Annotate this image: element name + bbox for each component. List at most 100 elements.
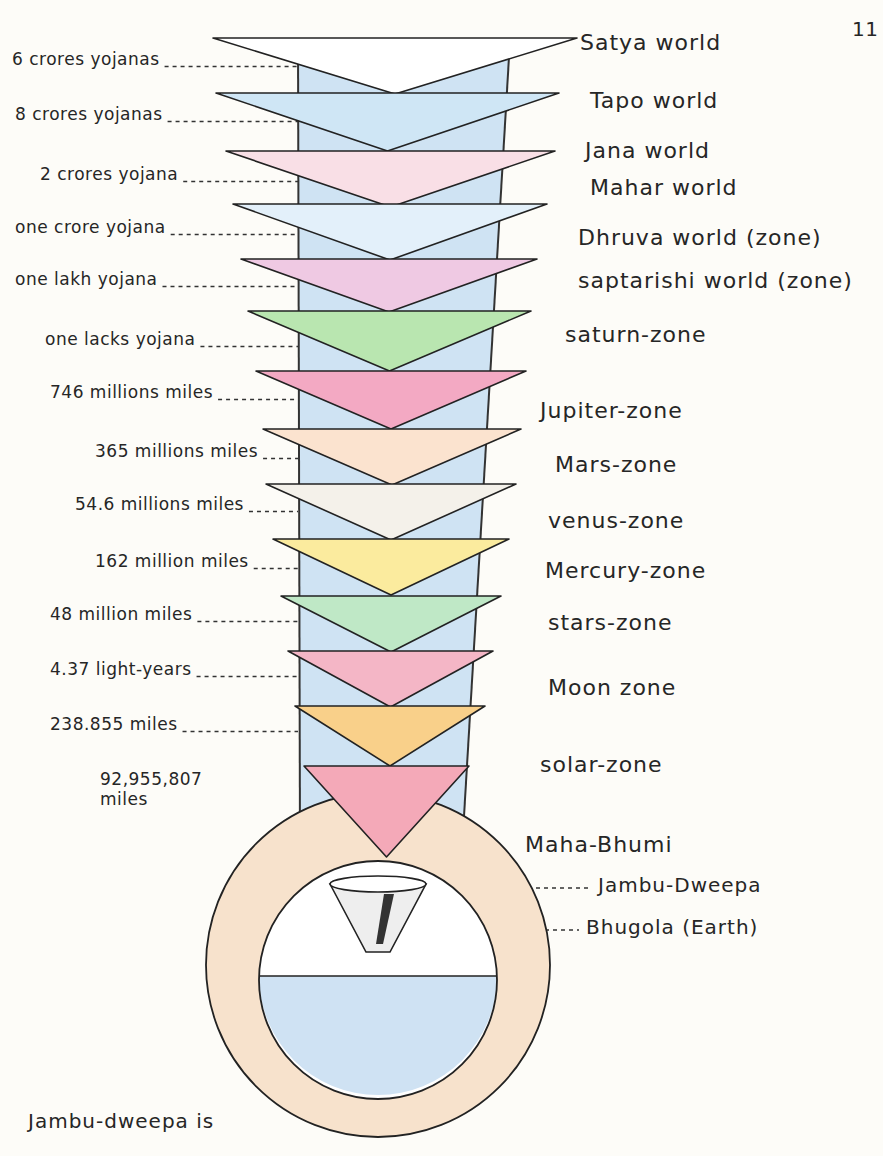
inverted-triangle bbox=[216, 93, 559, 151]
label-holder: 54.6 millions miles bbox=[75, 495, 244, 515]
zone-label: stars-zone bbox=[548, 610, 673, 635]
leader-line bbox=[200, 346, 298, 347]
node-outline bbox=[287, 650, 494, 708]
world-zone: Jana world bbox=[225, 150, 556, 208]
zone-label: Dhruva world (zone) bbox=[578, 225, 822, 250]
zone-label: saturn-zone bbox=[565, 322, 707, 347]
page-number: 11 bbox=[852, 18, 877, 41]
world-zone: Mercury-zone bbox=[280, 595, 502, 653]
label-holder: 11 bbox=[852, 18, 877, 41]
world-zone: Mars-zone bbox=[265, 483, 517, 541]
inverted-triangle bbox=[263, 429, 521, 485]
leader-line bbox=[163, 286, 299, 287]
cup-shade bbox=[376, 894, 394, 944]
earth-outline bbox=[259, 861, 497, 1099]
label-holder: 48 million miles bbox=[50, 605, 192, 625]
zone-label: Mars-zone bbox=[555, 452, 677, 477]
label-holder: 746 millions miles bbox=[50, 383, 213, 403]
distance-label: 92,955,807 miles bbox=[100, 770, 230, 809]
water-line bbox=[260, 975, 496, 977]
inverted-triangle bbox=[281, 596, 501, 652]
node-outline bbox=[326, 874, 430, 954]
label-holder: 365 millions miles bbox=[95, 442, 258, 462]
node-outline bbox=[294, 705, 486, 767]
cup-body bbox=[330, 884, 426, 952]
ocean-half bbox=[259, 976, 497, 1095]
world-zone: stars-zone bbox=[287, 650, 494, 708]
label-holder: one lakh yojana bbox=[15, 270, 158, 290]
node-outline bbox=[247, 310, 532, 372]
distance-label: 162 million miles bbox=[95, 552, 249, 572]
world-zone: Tapo world bbox=[215, 92, 560, 152]
caption-holder: Jambu-dweepa is bbox=[28, 1110, 214, 1133]
inverted-triangle bbox=[241, 259, 537, 312]
zone-label: Tapo world bbox=[590, 88, 718, 113]
distance-label: 746 millions miles bbox=[50, 383, 213, 403]
leader-line bbox=[183, 181, 298, 182]
node-outline bbox=[265, 483, 517, 541]
label-holder: 6 crores yojanas bbox=[12, 50, 160, 70]
zone-label: Bhugola (Earth) bbox=[586, 916, 758, 939]
world-zone: Moon zone bbox=[294, 705, 486, 767]
inverted-triangle bbox=[256, 371, 526, 429]
leader-line bbox=[218, 399, 298, 400]
world-zone: Jupiter-zone bbox=[262, 428, 522, 486]
distance-label: 6 crores yojanas bbox=[12, 50, 160, 70]
node-outline bbox=[255, 370, 527, 430]
zone-label: Maha-Bhumi bbox=[525, 832, 673, 857]
zone-label: Jupiter-zone bbox=[540, 398, 683, 423]
zone-label: Mercury-zone bbox=[545, 558, 706, 583]
zone-label: Moon zone bbox=[548, 675, 676, 700]
world-zone: solar-zone bbox=[303, 765, 470, 858]
distance-label: 365 millions miles bbox=[95, 442, 258, 462]
node-outline bbox=[280, 595, 502, 653]
leader-line bbox=[249, 511, 298, 512]
zone-label: Mahar world bbox=[590, 175, 738, 200]
distance-label: 2 crores yojana bbox=[40, 165, 178, 185]
world-zone: saturn-zone bbox=[255, 370, 527, 430]
node-outline bbox=[232, 203, 548, 261]
outer-ring bbox=[206, 793, 550, 1137]
inverted-triangle bbox=[273, 539, 509, 595]
world-zone: Dhruva world (zone) bbox=[240, 258, 538, 313]
leader-line bbox=[168, 121, 298, 122]
inverted-triangle bbox=[213, 38, 577, 94]
node-outline bbox=[215, 92, 560, 152]
node-outline bbox=[225, 150, 556, 208]
world-zone: Satya world bbox=[212, 37, 578, 95]
distance-label: 8 crores yojanas bbox=[15, 105, 163, 125]
node-outline bbox=[240, 258, 538, 313]
label-holder: 2 crores yojana bbox=[40, 165, 178, 185]
label-holder: 238.855 miles bbox=[50, 715, 178, 735]
world-zone: Mahar world bbox=[232, 203, 548, 261]
distance-label: 48 million miles bbox=[50, 605, 192, 625]
node-outline bbox=[303, 765, 470, 858]
leader-line bbox=[197, 621, 298, 622]
leader-line bbox=[165, 66, 298, 67]
inverted-triangle bbox=[288, 651, 493, 707]
leader-line bbox=[183, 731, 298, 732]
label-holder: 162 million miles bbox=[95, 552, 249, 572]
zone-label: venus-zone bbox=[548, 508, 684, 533]
jambu-dweepa-cup: Jambu-Dweepa bbox=[326, 874, 430, 954]
leader-line bbox=[263, 458, 298, 459]
label-holder: one lacks yojana bbox=[45, 330, 195, 350]
distance-label: 4.37 light-years bbox=[50, 660, 192, 680]
zone-label: saptarishi world (zone) bbox=[578, 268, 853, 293]
inverted-triangle bbox=[226, 151, 555, 207]
world-zone: saptarishi world (zone) bbox=[247, 310, 532, 372]
distance-label: 54.6 millions miles bbox=[75, 495, 244, 515]
inverted-triangle bbox=[248, 311, 531, 371]
bhugola-circle: Bhugola (Earth)Jambu-Dweepa bbox=[258, 860, 498, 1100]
zone-label: Satya world bbox=[580, 30, 721, 55]
inverted-triangle bbox=[233, 204, 547, 260]
zone-label: Jambu-Dweepa bbox=[598, 874, 762, 897]
distance-label: one crore yojana bbox=[15, 218, 166, 238]
caption: Jambu-dweepa is bbox=[28, 1110, 214, 1133]
distance-label: one lakh yojana bbox=[15, 270, 158, 290]
label-holder: 92,955,807 miles bbox=[100, 770, 230, 809]
inverted-triangle bbox=[295, 706, 485, 766]
leader-line bbox=[254, 568, 298, 569]
